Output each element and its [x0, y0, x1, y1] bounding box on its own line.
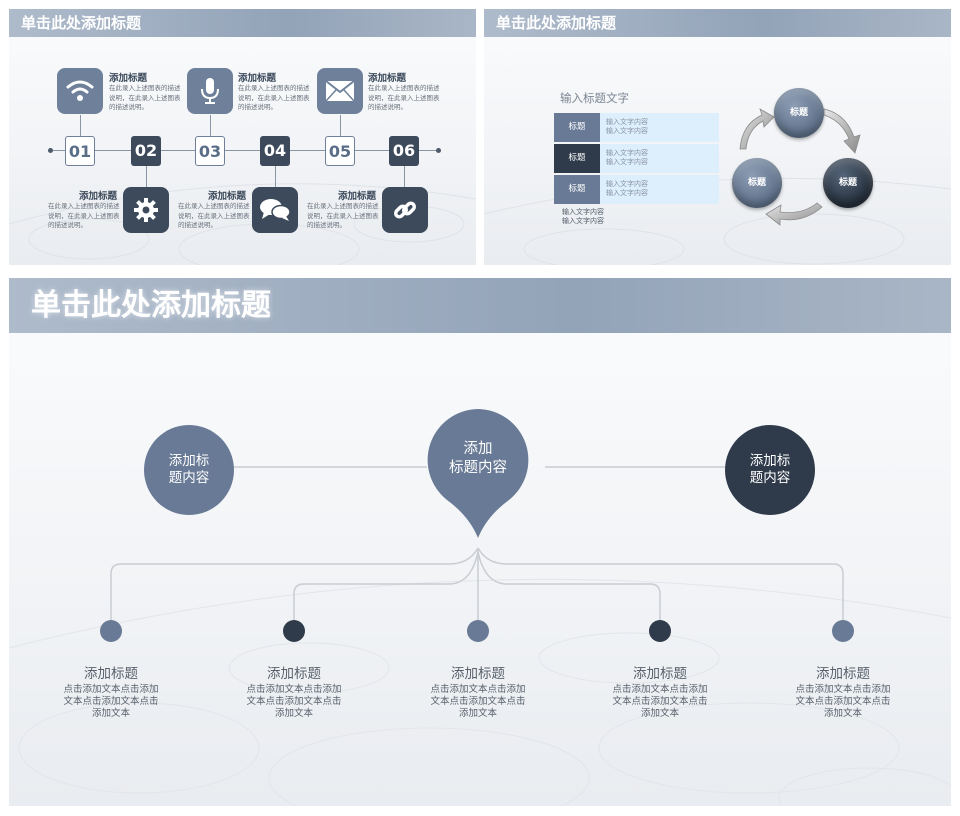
row-text: 输入文字内容 [606, 149, 648, 157]
cycle-arrows [739, 108, 861, 226]
circle-text: 题内容 [168, 470, 210, 486]
row-content: 输入文字内容 输入文字内容 [600, 144, 719, 173]
node-title: 添加标题 [451, 666, 505, 682]
link-icon [382, 187, 428, 233]
step-number-03: 03 [195, 136, 225, 166]
node-title: 添加标题 [267, 666, 321, 682]
node-dot[interactable] [467, 620, 489, 642]
row-text: 输入文字内容 [606, 157, 648, 166]
step-description: 在此录入上述图表的描述说明，在此录入上述图表的描述说明。 [48, 202, 120, 229]
table-subtitle: 输入标题文字 [560, 91, 629, 105]
chat-bubbles-icon [252, 187, 298, 233]
node-description: 点击添加文本点击添加文本点击添加文本点击添加文本 [795, 684, 891, 719]
node-description: 点击添加文本点击添加文本点击添加文本点击添加文本 [612, 684, 708, 719]
step-number-02: 02 [131, 136, 161, 166]
slide-table-cycle[interactable]: 单击此处添加标题 输入标题文字 标题 输入文字内容 输入文字内容 标题 输入文字… [484, 9, 951, 265]
step-description: 在此录入上述图表的描述说明，在此录入上述图表的描述说明。 [307, 202, 379, 229]
step-number-05: 05 [325, 136, 355, 166]
connector [340, 115, 341, 136]
step-heading: 添加标题 [208, 191, 247, 202]
node-dot[interactable] [283, 620, 305, 642]
row-label: 标题 [554, 113, 600, 142]
step-heading: 添加标题 [338, 191, 377, 202]
circle-text: 题内容 [749, 470, 791, 486]
table-row: 标题 输入文字内容 输入文字内容 [554, 144, 719, 173]
row-text: 输入文字内容 [606, 188, 648, 197]
right-topic-circle[interactable]: 添加标题内容 [725, 425, 815, 515]
background-network-decoration [9, 578, 951, 806]
pin-text: 添加 [463, 441, 493, 457]
row-text: 输入文字内容 [606, 126, 648, 135]
slide-title[interactable]: 单击此处添加标题 [9, 278, 951, 333]
step-heading: 添加标题 [238, 73, 277, 84]
step-heading: 添加标题 [79, 191, 118, 202]
circle-text: 添加标 [749, 453, 791, 469]
connector [146, 166, 147, 187]
table-footer-note: 输入文字内容 输入文字内容 [562, 208, 604, 225]
pin-text: 标题内容 [449, 460, 507, 476]
timeline-line [49, 150, 441, 151]
node-dot[interactable] [832, 620, 854, 642]
slide-title[interactable]: 单击此处添加标题 [484, 9, 951, 37]
step-number-06: 06 [389, 136, 419, 166]
row-text: 输入文字内容 [606, 180, 648, 188]
node-title: 添加标题 [816, 666, 870, 682]
node-dot[interactable] [649, 620, 671, 642]
node-description: 点击添加文本点击添加文本点击添加文本点击添加文本 [63, 684, 159, 719]
circle-text: 添加标 [168, 453, 210, 469]
step-number-04: 04 [260, 136, 290, 166]
slide-hierarchy[interactable]: 单击此处添加标题 添加标题内容 添加标题内容 添加标题内容 添加标题 添加标题 … [9, 278, 951, 806]
left-topic-circle[interactable]: 添加标题内容 [144, 425, 234, 515]
node-description: 点击添加文本点击添加文本点击添加文本点击添加文本 [430, 684, 526, 719]
slide-title[interactable]: 单击此处添加标题 [9, 9, 476, 37]
wifi-icon [57, 68, 103, 114]
node-dot[interactable] [100, 620, 122, 642]
cycle-node[interactable]: 标题 [732, 158, 782, 208]
timeline-end-dot [436, 148, 441, 153]
step-description: 在此录入上述图表的描述说明，在此录入上述图表的描述说明。 [178, 202, 250, 229]
row-content: 输入文字内容 输入文字内容 [600, 175, 719, 204]
node-description: 点击添加文本点击添加文本点击添加文本点击添加文本 [246, 684, 342, 719]
cycle-arrow-icon [739, 108, 775, 150]
step-heading: 添加标题 [368, 73, 407, 84]
node-title: 添加标题 [633, 666, 687, 682]
gear-icon [123, 187, 169, 233]
center-pin-label[interactable]: 添加标题内容 [428, 409, 528, 509]
step-number-01: 01 [65, 136, 95, 166]
cycle-arrow-icon [823, 108, 861, 154]
row-content: 输入文字内容 输入文字内容 [600, 113, 719, 142]
cycle-arrow-icon [765, 202, 823, 226]
step-description: 在此录入上述图表的描述说明，在此录入上述图表的描述说明。 [368, 84, 440, 111]
microphone-icon [187, 68, 233, 114]
center-pin-shape [427, 409, 529, 538]
connector [275, 166, 276, 187]
step-description: 在此录入上述图表的描述说明，在此录入上述图表的描述说明。 [109, 84, 181, 111]
timeline-start-dot [48, 148, 53, 153]
row-label: 标题 [554, 175, 600, 204]
cycle-node[interactable]: 标题 [823, 158, 873, 208]
cycle-node[interactable]: 标题 [774, 88, 824, 138]
table-row: 标题 输入文字内容 输入文字内容 [554, 113, 719, 142]
row-text: 输入文字内容 [606, 118, 648, 126]
node-title: 添加标题 [84, 666, 138, 682]
connector [210, 115, 211, 136]
connector [404, 166, 405, 187]
footer-line: 输入文字内容 [562, 208, 604, 216]
step-heading: 添加标题 [109, 73, 148, 84]
table-row: 标题 输入文字内容 输入文字内容 [554, 175, 719, 204]
row-label: 标题 [554, 144, 600, 173]
connector [80, 115, 81, 136]
envelope-icon [317, 68, 363, 114]
footer-line: 输入文字内容 [562, 216, 604, 225]
hierarchy-connectors [110, 466, 844, 624]
step-description: 在此录入上述图表的描述说明，在此录入上述图表的描述说明。 [238, 84, 310, 111]
slide-timeline[interactable]: 单击此处添加标题 01 02 03 04 05 06 添加标题 在此录入上述图表… [9, 9, 476, 265]
